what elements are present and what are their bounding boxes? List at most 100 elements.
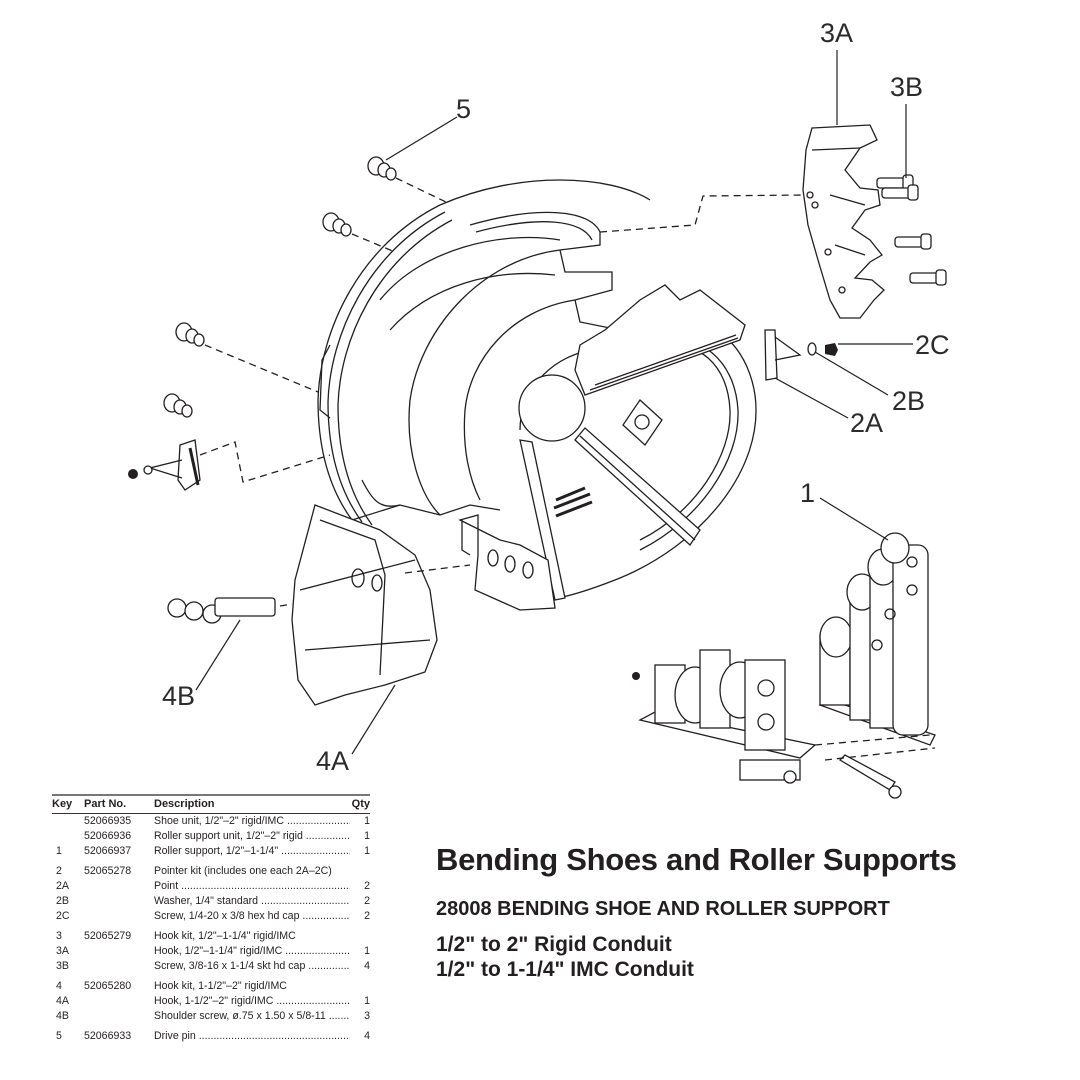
description-with-leader: Screw, 3/8-16 x 1-1/4 skt hd cap .......…: [154, 960, 350, 972]
part-key-cell: 1: [56, 845, 62, 857]
table-row: 4A Hook, 1-1/2"–2" rigid/IMC ............…: [52, 994, 370, 1009]
description-with-leader: Shoe unit, 1/2"–2" rigid/IMC ...........…: [154, 815, 350, 827]
roller-support-unit: [632, 532, 936, 799]
table-row: 5 52066933 Drive pin .....................…: [52, 1024, 370, 1044]
part-description-cell: Roller support, 1/2"–1-1/4" ............…: [154, 844, 352, 859]
table-row: 2C Screw, 1/4-20 x 3/8 hex hd cap .......…: [52, 909, 370, 924]
part-description-cell: Point ..................................…: [154, 879, 352, 894]
table-row: 4B Shoulder screw, ø.75 x 1.50 x 5/8-11 .…: [52, 1009, 370, 1024]
hook-3A-alignment-line: [599, 194, 806, 233]
table-row: 3B Screw, 3/8-16 x 1-1/4 skt hd cap .....…: [52, 959, 370, 974]
part-number-cell: 52065279: [84, 930, 132, 942]
drive-pin: [367, 156, 397, 181]
callout-4A: 4A: [316, 746, 349, 776]
table-row: 2B Washer, 1/4" standard ................…: [52, 894, 370, 909]
part-key-cell: 5: [56, 1030, 62, 1042]
part-number-cell: [84, 909, 154, 924]
parts-table-header: Key Part No. Description Qty: [52, 794, 370, 814]
part-description-cell: Hook kit, 1-1/2"–2" rigid/IMC: [154, 980, 287, 992]
part-number-cell: 52066937: [84, 845, 132, 857]
hook-3A: [802, 124, 885, 319]
part-key-cell: 3B: [56, 960, 69, 972]
part-number-cell: 52066933: [84, 1030, 132, 1042]
description-with-leader: Screw, 1/4-20 x 3/8 hex hd cap .........…: [154, 910, 350, 922]
pointer-assembly-left: [128, 439, 331, 491]
main-title: Bending Shoes and Roller Supports: [436, 842, 957, 877]
part-key-cell: 4B: [56, 1010, 69, 1022]
part-description-cell: Washer, 1/4" standard ..................…: [154, 894, 352, 909]
part-number-cell: [84, 894, 154, 909]
part-qty-cell: 1: [364, 845, 370, 857]
callout-1: 1: [800, 478, 815, 508]
part-qty-cell: 1: [364, 995, 370, 1007]
exploded-parts-diagram: 3A 3B 5 2C 2B 2A 1 4B 4A: [128, 18, 950, 799]
callout-2A: 2A: [850, 408, 883, 438]
part-key-cell: [52, 814, 84, 830]
header-qty: Qty: [351, 794, 370, 814]
part-number-cell: [84, 994, 154, 1009]
part-qty-cell: 1: [364, 945, 370, 957]
description-with-leader: Shoulder screw, ø.75 x 1.50 x 5/8-11 ...…: [154, 1010, 350, 1022]
shoulder-screws-4B: [167, 597, 293, 624]
model-subtitle: 28008 BENDING SHOE AND ROLLER SUPPORT: [436, 898, 890, 920]
part-qty-cell: 1: [364, 815, 370, 827]
leader-lines: [195, 50, 913, 755]
bending-shoe-unit: [317, 179, 757, 611]
table-row: 3A Hook, 1/2"–1-1/4" rigid/IMC ..........…: [52, 944, 370, 959]
part-qty-cell: 4: [364, 1030, 370, 1042]
part-number-cell: [84, 959, 154, 974]
table-row: 52066935 Shoe unit, 1/2"–2" rigid/IMC ...…: [52, 814, 370, 830]
part-description-cell: Screw, 1/4-20 x 3/8 hex hd cap .........…: [154, 909, 352, 924]
description-with-leader: Hook, 1/2"–1-1/4" rigid/IMC ............…: [154, 945, 350, 957]
drive-pin: [175, 322, 205, 347]
imc-conduit-line: 1/2" to 1-1/4" IMC Conduit: [436, 958, 694, 981]
part-number-cell: 52066935: [84, 815, 132, 827]
table-row: 2A Point ................................…: [52, 879, 370, 894]
part-qty-cell: 4: [364, 960, 370, 972]
header-key: Key: [52, 794, 84, 814]
part-number-cell: [84, 944, 154, 959]
part-number-cell: 52065280: [84, 980, 132, 992]
part-description-cell: Pointer kit (includes one each 2A–2C): [154, 865, 332, 877]
center-boss: [518, 374, 586, 442]
part-key-cell: 2B: [56, 895, 69, 907]
part-qty-cell: [352, 974, 371, 994]
part-qty-cell: 1: [364, 830, 370, 842]
part-key-cell: 2A: [56, 880, 69, 892]
part-description-cell: Hook kit, 1/2"–1-1/4" rigid/IMC: [154, 930, 296, 942]
screws-3B: [876, 174, 947, 286]
rigid-conduit-line: 1/2" to 2" Rigid Conduit: [436, 933, 672, 956]
drive-pin: [322, 212, 352, 237]
description-with-leader: Hook, 1-1/2"–2" rigid/IMC ..............…: [154, 995, 350, 1007]
part-number-cell: 52065278: [84, 865, 132, 877]
callout-4B: 4B: [162, 681, 195, 711]
table-row: 1 52066937 Roller support, 1/2"–1-1/4" ...…: [52, 844, 370, 859]
description-with-leader: Washer, 1/4" standard ..................…: [154, 895, 350, 907]
drive-pins: [163, 156, 449, 418]
part-description-cell: Screw, 3/8-16 x 1-1/4 skt hd cap .......…: [154, 959, 352, 974]
part-qty-cell: 2: [364, 880, 370, 892]
part-key-cell: 3A: [56, 945, 69, 957]
part-key-cell: 3: [56, 930, 62, 942]
part-key-cell: [52, 829, 84, 844]
part-number-cell: [84, 1009, 154, 1024]
part-qty-cell: 2: [364, 895, 370, 907]
part-qty-cell: [352, 859, 371, 879]
description-with-leader: Drive pin ..............................…: [154, 1030, 350, 1042]
callout-3A: 3A: [820, 18, 853, 48]
part-number-cell: [84, 879, 154, 894]
pointer-2A-2B-2C: [764, 329, 838, 381]
part-qty-cell: 2: [364, 910, 370, 922]
header-description: Description: [154, 794, 352, 814]
description-with-leader: Point ..................................…: [154, 880, 350, 892]
part-key-cell: 2C: [56, 910, 70, 922]
part-key-cell: 4A: [56, 995, 69, 1007]
part-qty-cell: 3: [364, 1010, 370, 1022]
part-number-cell: 52066936: [84, 830, 132, 842]
description-with-leader: Roller support, 1/2"–1-1/4" ............…: [154, 845, 350, 857]
label-plate: [622, 399, 663, 446]
